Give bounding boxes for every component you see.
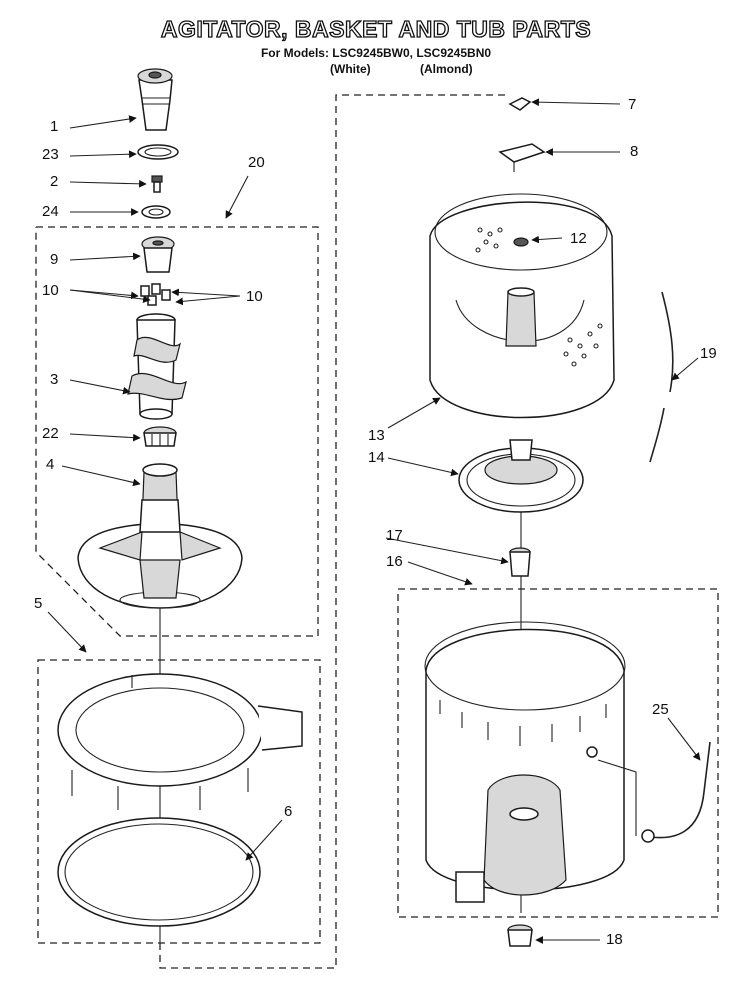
variant-white: (White): [330, 62, 371, 76]
callout-7: 7: [628, 96, 637, 113]
tub-ring-part: [57, 673, 303, 810]
basket-part: [429, 193, 615, 419]
hose-part: [649, 291, 674, 463]
outer-tub-part: [424, 621, 626, 903]
tub-nut-part: [507, 924, 533, 947]
callout-9: 9: [50, 251, 59, 268]
callout-25: 25: [652, 701, 669, 718]
callout-14: 14: [368, 449, 385, 466]
tub-bearing-part: [509, 547, 531, 577]
agitator-dogs-part: [140, 283, 171, 306]
agitator-cap-part: [137, 68, 173, 131]
diagram-title: AGITATOR, BASKET AND TUB PARTS: [160, 15, 592, 42]
callout-6: 6: [284, 803, 293, 820]
cam-part: [141, 236, 175, 273]
callout-12: 12: [570, 230, 587, 247]
callout-2: 2: [50, 173, 59, 190]
callout-17: 17: [386, 527, 403, 544]
washer-part: [141, 205, 171, 219]
callout-10-right: 10: [246, 288, 263, 305]
callout-13: 13: [368, 427, 385, 444]
callout-10-left: 10: [42, 282, 59, 299]
callout-22: 22: [42, 425, 59, 442]
callout-18: 18: [606, 931, 623, 948]
callout-24: 24: [42, 203, 59, 220]
callout-1: 1: [50, 118, 59, 135]
clip-ring-part: [137, 144, 179, 160]
bolt-part: [151, 175, 163, 193]
spanner-part: [498, 143, 546, 172]
callout-4: 4: [46, 456, 55, 473]
callout-23: 23: [42, 146, 59, 163]
bearing-part: [143, 426, 177, 447]
variant-almond: (Almond): [420, 62, 473, 76]
snap-ring-part: [57, 817, 261, 927]
callout-5: 5: [34, 595, 43, 612]
callout-20: 20: [248, 154, 265, 171]
nut-part: [508, 97, 532, 111]
basket-drive-hub-part: [458, 439, 584, 513]
agitator-base-part: [77, 463, 243, 609]
outer-tub-assembly-boundary: [397, 588, 719, 918]
callout-8: 8: [630, 143, 639, 160]
callout-3: 3: [50, 371, 59, 388]
callout-16: 16: [386, 553, 403, 570]
models-line: For Models: LSC9245BW0, LSC9245BN0: [260, 46, 492, 60]
drain-hose-part: [597, 741, 711, 843]
leader-lines: [47, 98, 701, 944]
agitator-assembly-boundary: [35, 226, 319, 637]
auger-part: [127, 313, 187, 420]
callout-19: 19: [700, 345, 717, 362]
center-shaft-dashed-path: [159, 94, 505, 969]
tub-ring-assembly-boundary: [37, 659, 321, 944]
